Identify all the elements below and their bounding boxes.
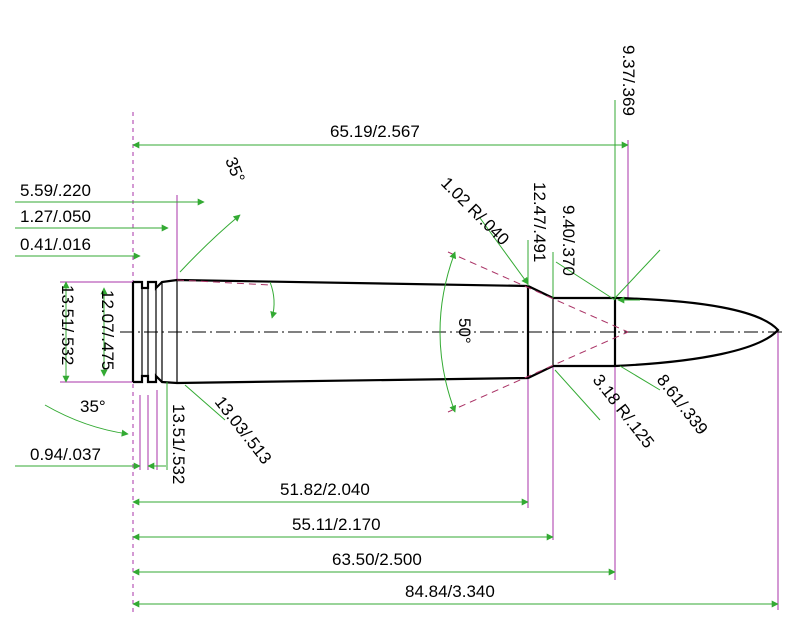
label-neck-end: 63.50/2.500 — [332, 550, 422, 569]
label-shoulder-angle: 50° — [455, 318, 474, 344]
label-shoulder-start: 51.82/2.040 — [280, 480, 370, 499]
label-angle-top: 35° — [221, 154, 248, 185]
label-base-dia: 13.51/.532 — [169, 404, 188, 484]
shoulder-construction — [176, 251, 629, 421]
label-bullet-dia2: 8.61/.339 — [653, 371, 712, 439]
label-rim-chamfer: 0.41/.016 — [20, 235, 91, 254]
label-shoulder-end: 55.11/2.170 — [292, 515, 381, 534]
label-head-dia: 13.03/.513 — [211, 393, 275, 468]
label-neck-dia: 9.40/.370 — [559, 205, 578, 276]
label-groove-depth: 1.27/.050 — [20, 207, 91, 226]
diameter-lines — [62, 100, 661, 470]
label-rim-dia-left: 13.51/.532 — [58, 285, 77, 365]
dimension-lines — [15, 141, 779, 608]
label-extractor-groove: 5.59/.220 — [20, 181, 91, 200]
label-rim-thickness: 0.94/.037 — [30, 445, 101, 464]
label-groove-dia: 12.07/.475 — [98, 290, 117, 370]
label-angle-bottom: 35° — [80, 397, 106, 416]
label-bullet-dia: 9.37/.369 — [619, 45, 638, 116]
label-shoulder-radius: 1.02 R/.040 — [437, 173, 513, 249]
label-oal: 84.84/3.340 — [405, 582, 495, 601]
angle-arcs — [44, 214, 457, 437]
label-shoulder-dia: 12.47/.491 — [530, 182, 549, 262]
label-to-bullet-top: 65.19/2.567 — [330, 122, 420, 141]
